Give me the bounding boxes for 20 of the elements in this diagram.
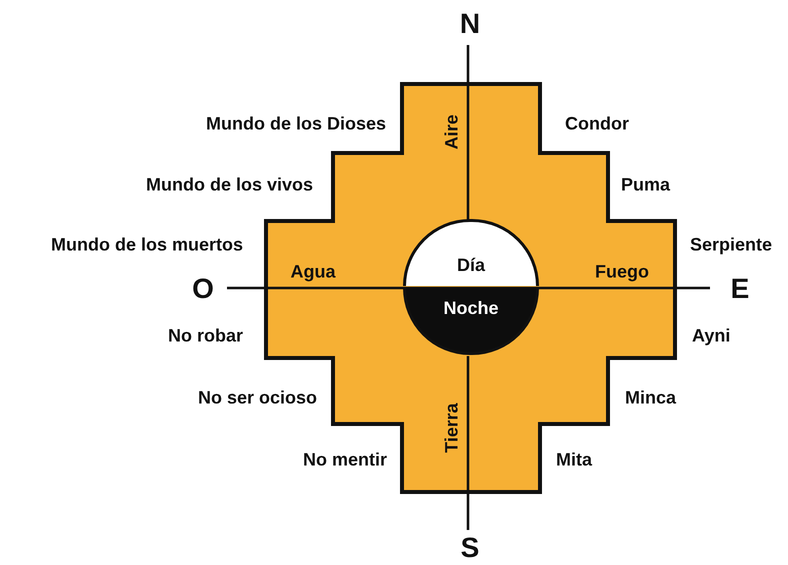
side-label: No mentir bbox=[302, 450, 387, 470]
side-label: No ser ocioso bbox=[198, 388, 317, 408]
side-label: Condor bbox=[565, 114, 629, 134]
element-label: Agua bbox=[290, 262, 336, 282]
side-label: Mundo de los muertos bbox=[50, 234, 243, 256]
side-label: Mita bbox=[556, 450, 592, 470]
compass-letter: E bbox=[730, 273, 750, 305]
element-label: Tierra bbox=[442, 403, 462, 453]
element-label: Aire bbox=[442, 114, 462, 150]
side-label: No robar bbox=[168, 326, 243, 346]
side-label: Mundo de los vivos bbox=[146, 174, 313, 196]
side-label: Mundo de los Dioses bbox=[206, 114, 386, 134]
compass-letter: O bbox=[192, 273, 214, 305]
side-label: Ayni bbox=[692, 326, 730, 346]
side-label: Puma bbox=[621, 174, 670, 196]
compass-letter: S bbox=[460, 532, 480, 564]
side-label: Serpiente bbox=[690, 234, 772, 256]
compass-letter: N bbox=[460, 8, 480, 40]
side-label: Minca bbox=[625, 388, 676, 408]
element-label: Fuego bbox=[595, 262, 649, 282]
